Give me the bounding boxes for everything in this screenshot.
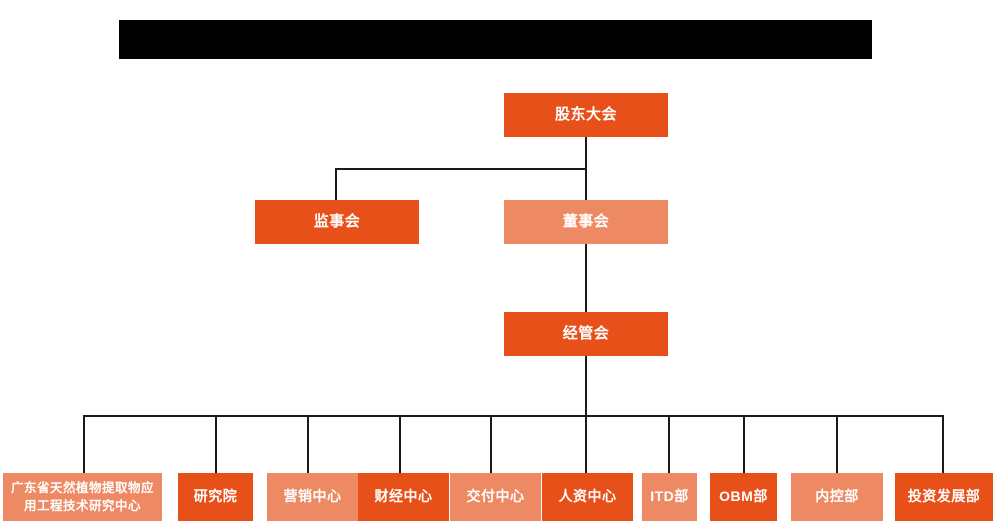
connector-drop-finance-center [399, 415, 401, 473]
connector-management-stem [585, 356, 587, 416]
node-research-center-label-line1: 广东省天然植物提取物应 [10, 480, 154, 495]
connector-level2-bus [335, 168, 587, 170]
node-marketing-center-label: 营销中心 [283, 488, 342, 505]
node-investment-development-dept-label: 投资发展部 [907, 488, 981, 505]
node-hr-center[interactable]: 人资中心 [542, 473, 633, 521]
node-investment-development-dept[interactable]: 投资发展部 [895, 473, 993, 521]
node-finance-center-label: 财经中心 [374, 488, 433, 505]
node-directors[interactable]: 董事会 [504, 200, 668, 244]
connector-drop-obm-dept [743, 415, 745, 473]
node-research-center-label-line2: 用工程技术研究中心 [23, 499, 141, 513]
node-shareholders[interactable]: 股东大会 [504, 93, 668, 137]
node-directors-label: 董事会 [562, 212, 610, 230]
node-internal-control-dept[interactable]: 内控部 [791, 473, 883, 521]
connector-shareholders-stem [585, 137, 587, 169]
node-supervisors[interactable]: 监事会 [255, 200, 419, 244]
node-institute[interactable]: 研究院 [178, 473, 253, 521]
connector-drop-investment-development-dept [942, 415, 944, 473]
node-itd-dept[interactable]: ITD部 [642, 473, 697, 521]
connector-drop-marketing-center [307, 415, 309, 473]
node-research-center-label: 广东省天然植物提取物应 用工程技术研究中心 [7, 479, 158, 515]
connector-departments-bus [84, 415, 943, 417]
node-hr-center-label: 人资中心 [558, 488, 617, 505]
node-marketing-center[interactable]: 营销中心 [267, 473, 358, 521]
connector-to-supervisors [335, 168, 337, 200]
connector-drop-internal-control-dept [836, 415, 838, 473]
node-delivery-center[interactable]: 交付中心 [450, 473, 541, 521]
node-obm-dept-label: OBM部 [719, 488, 768, 505]
connector-drop-delivery-center [490, 415, 492, 473]
node-finance-center[interactable]: 财经中心 [358, 473, 449, 521]
node-institute-label: 研究院 [193, 488, 238, 505]
node-shareholders-label: 股东大会 [554, 105, 617, 123]
connector-drop-research-center [83, 415, 85, 473]
node-delivery-center-label: 交付中心 [466, 488, 525, 505]
node-research-center[interactable]: 广东省天然植物提取物应 用工程技术研究中心 [3, 473, 162, 521]
connector-directors-management [585, 242, 587, 312]
connector-drop-hr-center [585, 415, 587, 473]
node-itd-dept-label: ITD部 [650, 488, 689, 505]
node-management[interactable]: 经管会 [504, 312, 668, 356]
redacted-title-bar [119, 20, 872, 59]
node-obm-dept[interactable]: OBM部 [710, 473, 777, 521]
node-internal-control-dept-label: 内控部 [815, 488, 859, 505]
connector-to-directors [585, 168, 587, 200]
connector-drop-institute [215, 415, 217, 473]
node-supervisors-label: 监事会 [313, 212, 361, 230]
node-management-label: 经管会 [562, 324, 610, 342]
connector-drop-itd-dept [668, 415, 670, 473]
